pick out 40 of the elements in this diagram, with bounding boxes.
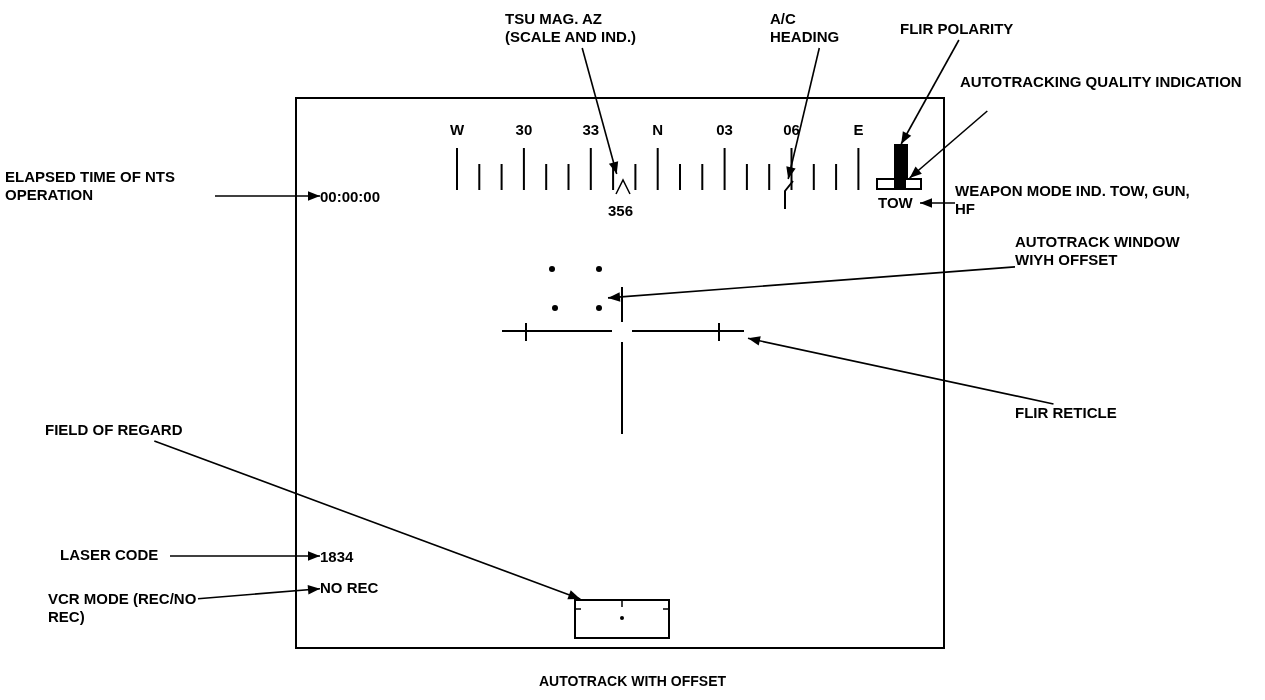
callout-label: VCR MODE (REC/NO REC) [48,590,198,628]
callout-label: FIELD OF REGARD [45,421,205,441]
caption: AUTOTRACK WITH OFFSET [537,672,728,690]
leader-arrow [919,198,956,208]
leader-arrow [214,191,321,201]
leader-arrow [908,110,989,179]
callout-label: WEAPON MODE IND. TOW, GUN, HF [955,182,1205,220]
scale-label: E [853,121,864,139]
laser-code-readout: 1834 [320,548,366,568]
elapsed-time-readout: 00:00:00 [320,188,400,208]
field-of-regard-box [574,599,670,639]
callout-label: LASER CODE [60,546,170,566]
quality-indicator-box [876,178,922,190]
callout-label: TSU MAG. AZ (SCALE AND IND.) [505,10,655,48]
scale-label: 06 [783,121,800,139]
leader-arrow [197,584,321,600]
scale-label: W [449,121,465,139]
callout-label: A/C HEADING [770,10,860,48]
leader-arrow [607,266,1016,302]
vcr-mode-readout: NO REC [320,579,400,599]
callout-label: ELAPSED TIME OF NTS OPERATION [5,168,215,206]
azimuth-indicator: 356 [606,174,642,228]
scale-label: N [652,121,664,139]
callout-label: FLIR RETICLE [1015,404,1145,424]
leader-arrow [153,440,582,600]
polarity-bar [894,144,908,178]
callout-label: AUTOTRACK WINDOW WIYH OFFSET [1015,233,1185,289]
display-screen [295,97,945,649]
scale-label: 03 [716,121,733,139]
leader-arrow [900,39,960,145]
scale-label: 30 [515,121,533,139]
leader-arrow [169,551,321,561]
heading-marker [781,179,795,209]
leader-arrow [581,47,619,175]
leader-arrow [786,47,821,180]
leader-arrow [747,336,1055,405]
callout-label: FLIR POLARITY [900,20,1030,40]
callout-label: AUTOTRACKING QUALITY INDICATION [960,73,1260,111]
scale-label: 33 [582,121,600,139]
weapon-mode-readout: TOW [878,194,920,214]
